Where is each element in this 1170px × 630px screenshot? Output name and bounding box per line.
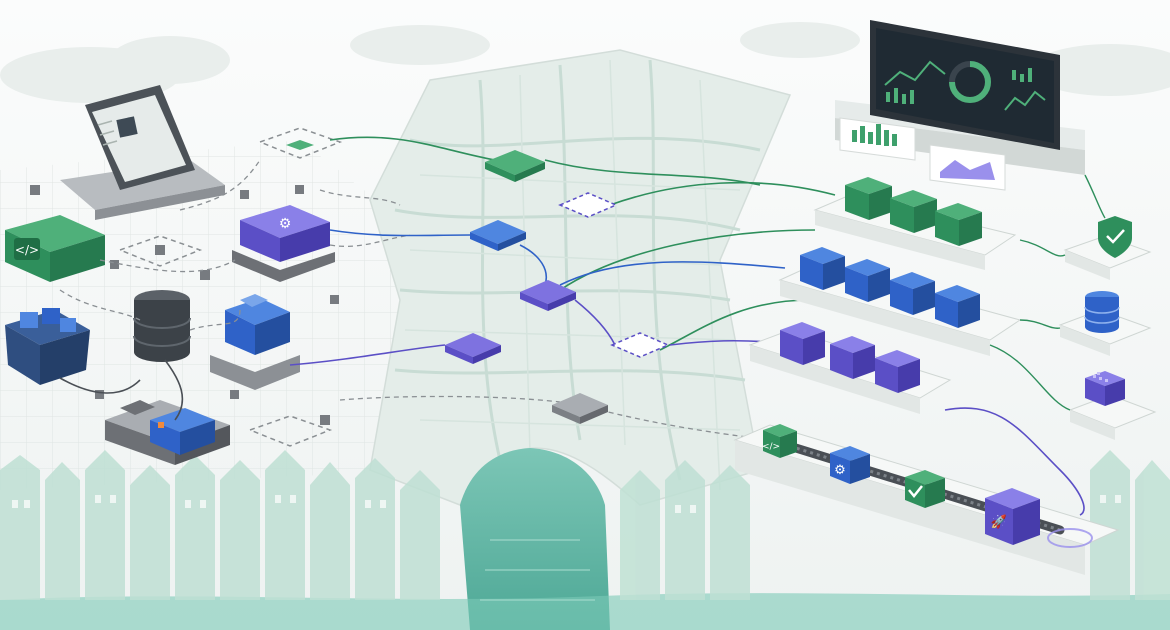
dashed-placeholders-left bbox=[117, 127, 343, 447]
code-icon: </> bbox=[762, 442, 780, 452]
storage-bin bbox=[5, 308, 90, 385]
blue-cluster-cube[interactable] bbox=[935, 285, 980, 328]
gear-icon: ⚙ bbox=[279, 216, 292, 232]
pipeline-stage-code[interactable]: </> bbox=[762, 424, 797, 458]
blue-cluster-cube[interactable] bbox=[800, 247, 845, 290]
map-node-green[interactable] bbox=[485, 150, 545, 182]
gear-icon: ⚙ bbox=[834, 463, 846, 478]
green-cluster-cube[interactable] bbox=[890, 190, 937, 233]
house-windows bbox=[12, 495, 1121, 513]
purple-cluster-cube[interactable] bbox=[875, 350, 920, 393]
map-node-purple-top[interactable] bbox=[520, 280, 576, 311]
clouds bbox=[0, 22, 1170, 103]
mixed-cluster bbox=[105, 400, 230, 465]
pipeline-stage-gear[interactable]: ⚙ bbox=[830, 446, 870, 484]
green-cluster-cube[interactable] bbox=[845, 177, 892, 220]
green-tier bbox=[813, 177, 1017, 270]
map-placeholder-nodes bbox=[558, 192, 670, 358]
scattered-cubes bbox=[30, 185, 339, 425]
blue-cluster-cube[interactable] bbox=[890, 272, 935, 315]
pipeline-stage-check[interactable] bbox=[905, 470, 945, 508]
grid-icon bbox=[1085, 371, 1125, 406]
placeholder-node-green bbox=[286, 140, 314, 150]
blue-cluster-cube[interactable] bbox=[845, 259, 890, 302]
database-icon bbox=[133, 290, 191, 362]
blue-tier bbox=[778, 247, 1022, 356]
green-cluster-cube[interactable] bbox=[935, 203, 982, 246]
purple-tier bbox=[748, 322, 952, 414]
pipeline-stage-rocket[interactable]: 🚀 bbox=[985, 488, 1040, 545]
gear-block: ⚙ bbox=[232, 205, 335, 282]
connectors-green bbox=[329, 136, 836, 351]
purple-cluster-cube[interactable] bbox=[830, 336, 875, 379]
map-node-purple-bottom[interactable] bbox=[445, 333, 501, 364]
canal-houses-left bbox=[0, 450, 440, 600]
service-links bbox=[989, 174, 1106, 411]
canal bbox=[0, 448, 1170, 630]
shield-icon bbox=[1098, 216, 1132, 258]
code-block: </> bbox=[5, 215, 105, 282]
code-icon: </> bbox=[15, 243, 39, 257]
purple-cluster-cube[interactable] bbox=[780, 322, 825, 365]
dashboard-cards bbox=[839, 117, 1006, 191]
database-icon bbox=[1084, 291, 1120, 333]
shield-service[interactable] bbox=[1063, 216, 1152, 280]
laptop-icon bbox=[60, 85, 225, 220]
blue-stack bbox=[210, 294, 300, 390]
check-icon bbox=[908, 485, 923, 498]
connectors-dashed bbox=[59, 159, 756, 439]
dashboard-icon bbox=[835, 20, 1085, 175]
map-node-gray[interactable] bbox=[552, 393, 608, 424]
rocket-icon: 🚀 bbox=[991, 514, 1007, 530]
connectors-cable bbox=[59, 359, 184, 421]
map-node-blue[interactable] bbox=[470, 220, 526, 251]
database-service[interactable] bbox=[1058, 291, 1152, 356]
canal-houses-right bbox=[620, 450, 1170, 600]
compute-service[interactable] bbox=[1068, 371, 1157, 440]
pipeline: </> ⚙ 🚀 bbox=[733, 424, 1120, 575]
